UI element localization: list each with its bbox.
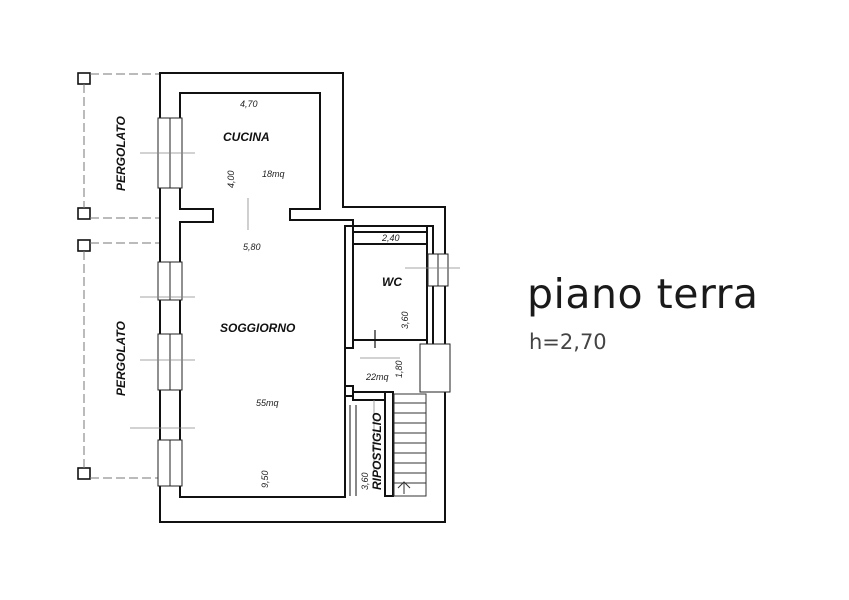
wc-width: 2,40 <box>381 233 400 243</box>
pergolato-bottom-label: PERGOLATO <box>114 320 128 396</box>
cucina-depth: 4,00 <box>226 170 236 188</box>
soggiorno-width: 5,80 <box>243 242 261 252</box>
interior-walls <box>344 225 434 497</box>
cucina-width: 4,70 <box>240 99 258 109</box>
staircase <box>393 393 427 497</box>
wc-label: WC <box>382 275 402 289</box>
ripostiglio-depth: 3,60 <box>360 472 370 490</box>
cucina-area: 18mq <box>262 169 285 179</box>
exterior-wall <box>159 72 446 523</box>
wc-depth: 3,60 <box>400 311 410 329</box>
pergola-outline <box>83 73 160 479</box>
disimpegno-area: 22mq <box>365 372 389 382</box>
pergolato-top-label: PERGOLATO <box>114 115 128 191</box>
pergola-posts <box>77 72 91 480</box>
plan-title: piano terra <box>527 270 759 318</box>
soggiorno-depth: 9,50 <box>260 470 270 488</box>
disimpegno-depth: 1,80 <box>394 360 404 378</box>
ceiling-height: h=2,70 <box>529 330 607 354</box>
ripostiglio-label: RIPOSTIGLIO <box>370 412 384 490</box>
dimension-lines <box>130 152 460 470</box>
soggiorno-label: SOGGIORNO <box>220 321 296 335</box>
soggiorno-area: 55mq <box>256 398 279 408</box>
cucina-label: CUCINA <box>223 130 270 144</box>
